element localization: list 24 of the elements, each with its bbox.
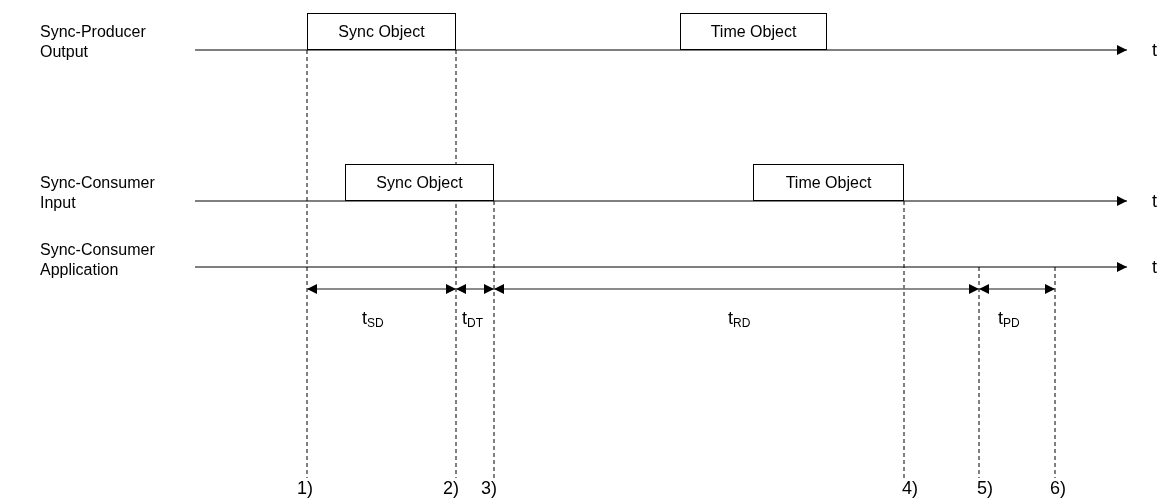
message-box	[753, 164, 904, 201]
event-number: 1)	[297, 478, 313, 498]
message-box	[307, 13, 456, 50]
interval-label: t$_{RD}$	[728, 308, 751, 332]
box-label: Time Object	[710, 22, 797, 41]
box-label: Sync Object	[338, 22, 425, 41]
event-number: 3)	[481, 478, 497, 498]
event-number: 4)	[902, 478, 918, 498]
event-number: 2)	[443, 478, 459, 498]
axis-label: t	[1152, 40, 1157, 60]
row-label: Sync-Producer Output	[40, 22, 147, 62]
event-number: 5)	[977, 478, 993, 498]
axis-label: t	[1152, 257, 1157, 277]
message-box	[345, 164, 494, 201]
interval-label: t$_{DT}$	[462, 308, 483, 332]
box-label: Time Object	[785, 173, 872, 192]
message-box	[680, 13, 827, 50]
axis-label: t	[1152, 191, 1157, 211]
row-label: Sync-Consumer Input	[40, 173, 156, 213]
event-number: 6)	[1050, 478, 1066, 498]
interval-label: t$_{PD}$	[998, 308, 1020, 332]
box-label: Sync Object	[376, 173, 463, 192]
interval-label: t$_{SD}$	[362, 308, 384, 332]
row-label: Sync-Consumer Application	[40, 240, 156, 280]
